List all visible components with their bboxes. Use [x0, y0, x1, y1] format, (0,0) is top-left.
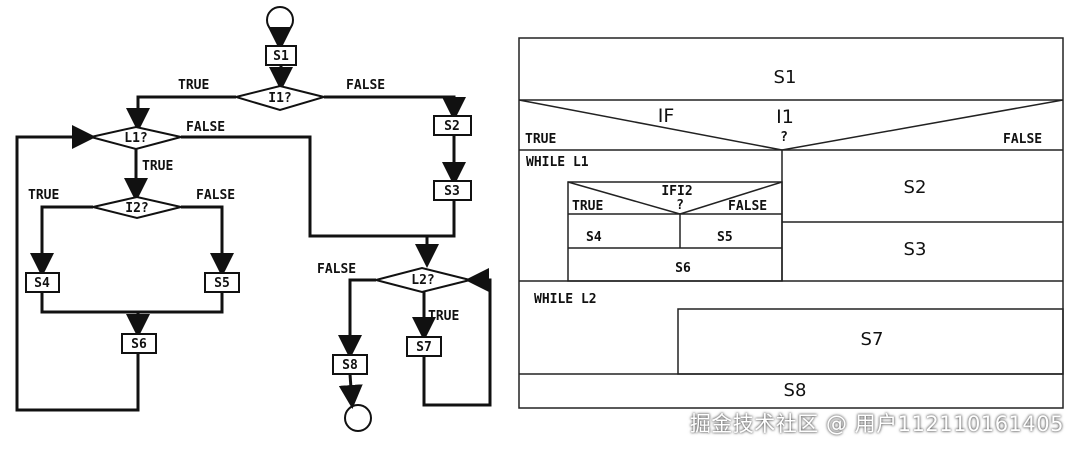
nsd-s2: S2	[904, 177, 927, 198]
flow-node-s8: S8	[342, 358, 358, 373]
flow-decision-l1: L1?	[124, 131, 147, 146]
nsd-inner-q: ?	[676, 198, 684, 213]
flow-node-s5: S5	[214, 276, 230, 291]
flow-node-s7: S7	[416, 340, 432, 355]
edge-i1-true	[126, 95, 236, 132]
flow-node-s2: S2	[444, 119, 460, 134]
edge-i2-false	[181, 205, 234, 277]
flow-decision-i1: I1?	[268, 91, 291, 106]
nsd-if-diag-left	[518, 99, 783, 151]
nsd-s4: S4	[586, 230, 602, 245]
nsd-condition: I1	[776, 106, 794, 128]
nsd-inner-false: FALSE	[728, 199, 767, 214]
edge-label-i1-false: FALSE	[346, 78, 385, 93]
edge-label-l1-true: TRUE	[142, 159, 173, 174]
nsd-inner-if: IFI2	[661, 184, 692, 199]
edge-label-i1-true: TRUE	[178, 78, 209, 93]
nsd-diagram	[518, 37, 1064, 409]
edge-s3-join	[427, 200, 456, 238]
flow-decision-i2: I2?	[125, 201, 148, 216]
nsd-inner-if-diag-left	[567, 181, 681, 215]
flow-node-s1: S1	[273, 49, 289, 64]
nsd-true-label: TRUE	[525, 132, 556, 147]
start-terminal	[266, 6, 294, 34]
flow-node-s6: S6	[131, 337, 147, 352]
nsd-labels: S1 IF I1 ? TRUE FALSE WHILE L1 IFI2 ? TR…	[525, 67, 1042, 401]
nsd-while-l1: WHILE L1	[526, 155, 589, 170]
edge-i1-false	[324, 95, 466, 121]
flow-decision-l2: L2?	[411, 273, 434, 288]
nsd-false-label: FALSE	[1003, 132, 1042, 147]
edge-s4-s5-merge	[40, 292, 224, 314]
flowchart	[15, 6, 492, 432]
nsd-inner-if-diag-right	[679, 181, 783, 215]
nsd-s5: S5	[717, 230, 733, 245]
nsd-condition-q: ?	[780, 130, 788, 145]
end-terminal	[344, 404, 372, 432]
watermark: 掘金技术社区 @ 用户112110161405	[689, 412, 1064, 436]
edge-label-i2-false: FALSE	[196, 188, 235, 203]
nsd-s8: S8	[784, 380, 807, 401]
edge-s7-loop	[422, 268, 492, 407]
edge-label-l2-false: FALSE	[317, 262, 356, 277]
nsd-s7: S7	[861, 329, 884, 350]
nsd-while-l2: WHILE L2	[534, 292, 597, 307]
edge-l2-false	[338, 278, 376, 359]
nsd-s1: S1	[774, 67, 797, 88]
nsd-s6: S6	[675, 261, 691, 276]
edge-s8-end	[338, 373, 363, 409]
edge-i2-true	[30, 205, 93, 277]
nsd-s3: S3	[904, 239, 927, 260]
edge-label-l1-false: FALSE	[186, 120, 225, 135]
nsd-outer-frame	[518, 37, 1064, 409]
flow-node-s4: S4	[34, 276, 50, 291]
edge-label-l2-true: TRUE	[428, 309, 459, 324]
nsd-if-label: IF	[658, 105, 675, 127]
nsd-inner-true: TRUE	[572, 199, 603, 214]
flowchart-labels: S1 I1? TRUE FALSE S2 S3 L1? FALSE TRUE I…	[28, 49, 460, 373]
nsd-if-diag-right	[781, 99, 1064, 151]
edge-s6-loop	[15, 125, 140, 412]
edge-l1-false	[181, 135, 439, 268]
flow-node-s3: S3	[444, 184, 460, 199]
edge-label-i2-true: TRUE	[28, 188, 59, 203]
